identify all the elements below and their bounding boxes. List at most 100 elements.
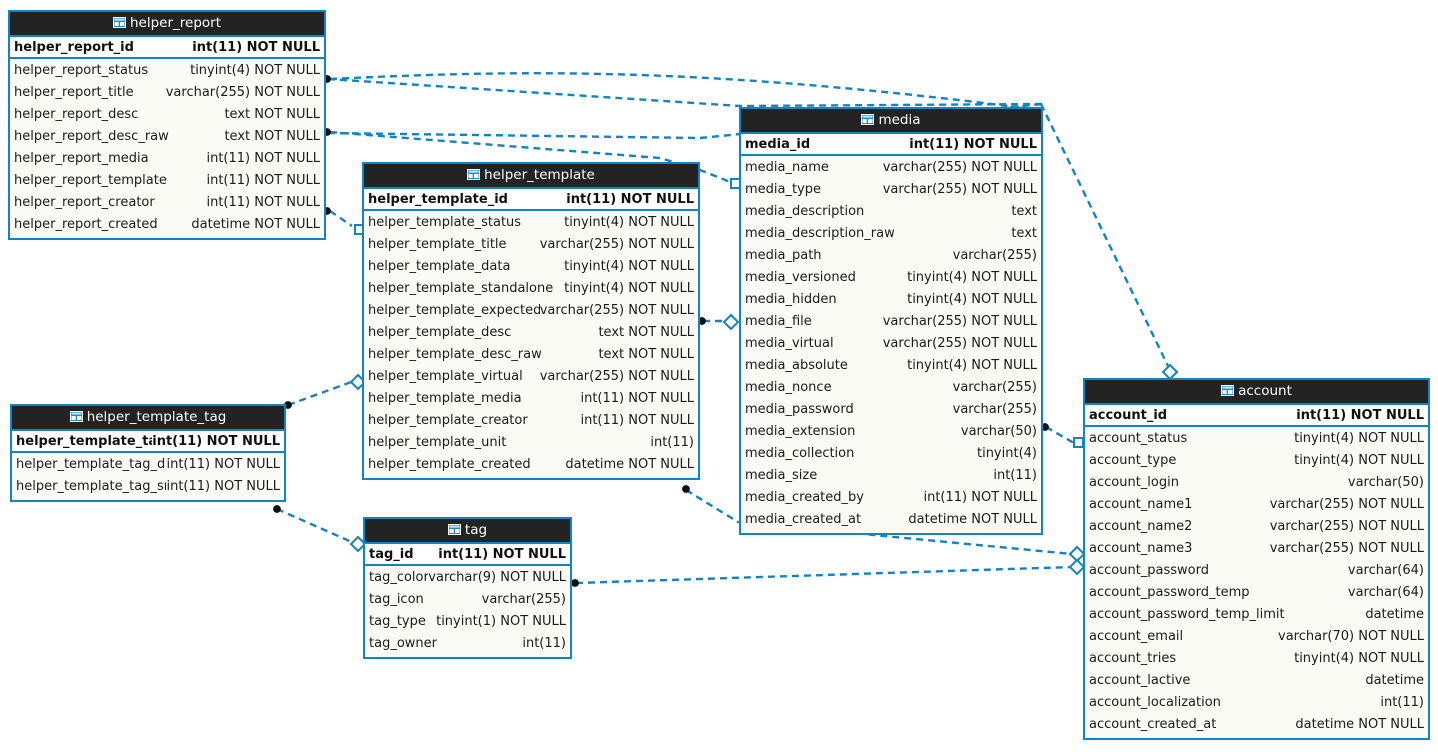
entity-title: helper_report xyxy=(129,15,222,31)
column-type: varchar(255) NOT NULL xyxy=(1269,519,1424,534)
column-type: datetime NOT NULL xyxy=(565,457,694,472)
entity-header-media[interactable]: media xyxy=(741,109,1041,134)
column-name: helper_template_standalone xyxy=(368,281,554,296)
entity-header-account[interactable]: account xyxy=(1085,380,1428,405)
column-name: tag_type xyxy=(369,614,426,629)
column-type: varchar(255) NOT NULL xyxy=(539,303,694,318)
column-name: account_tries xyxy=(1089,651,1177,666)
connector-tag-color-account xyxy=(575,565,1073,585)
entity-title: media xyxy=(878,112,921,128)
column-name: account_login xyxy=(1089,475,1179,490)
column-name: account_localization xyxy=(1089,695,1221,710)
entity-header-helper_template[interactable]: helper_template xyxy=(364,164,698,189)
entity-header-tag[interactable]: tag xyxy=(365,519,570,544)
column-type: tinyint(4) NOT NULL xyxy=(190,63,320,78)
column-type: datetime NOT NULL xyxy=(191,217,320,232)
column-name: helper_template_tag_src xyxy=(16,479,167,494)
entity-header-helper_template_tag[interactable]: helper_template_tag xyxy=(12,406,284,431)
column-type: varchar(255) xyxy=(952,402,1037,417)
column-name: helper_template_virtual xyxy=(368,369,523,384)
column-name: media_nonce xyxy=(745,380,832,395)
column-name: media_extension xyxy=(745,424,856,439)
column-name: account_email xyxy=(1089,629,1184,644)
column-type: tinyint(4) NOT NULL xyxy=(564,215,694,230)
entity-table-helper_template_tag[interactable]: helper_template_taghelper_template_tag_i… xyxy=(10,404,286,502)
connector-media-password-account xyxy=(1045,425,1075,445)
column-type: text xyxy=(1011,226,1037,241)
column-name: media_versioned xyxy=(745,270,856,285)
column-type: int(11) NOT NULL xyxy=(438,547,566,562)
entity-header-helper_report[interactable]: helper_report xyxy=(10,12,324,37)
column-name: media_created_at xyxy=(745,512,862,527)
